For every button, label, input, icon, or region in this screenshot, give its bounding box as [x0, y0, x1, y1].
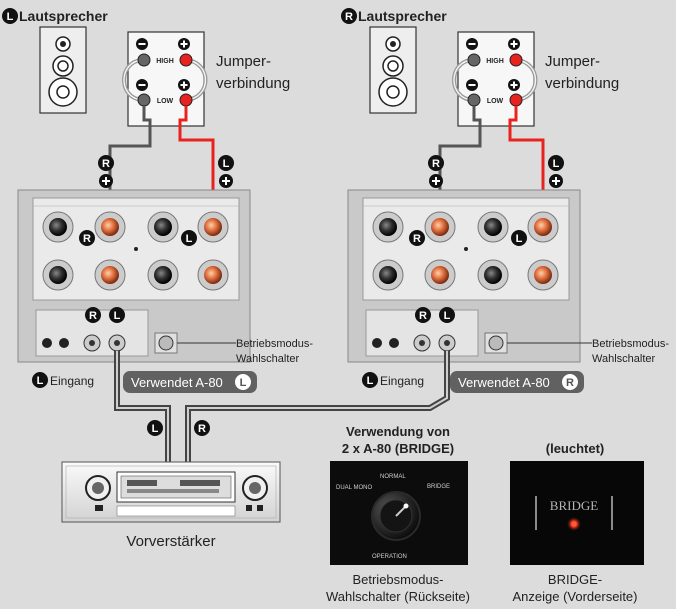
left-amplifier-rear-panel: R L R L: [17, 189, 251, 363]
left-positive-cable: [178, 106, 215, 215]
left-cable-marker-r-text: R: [102, 158, 110, 170]
left-terminal-low-label: LOW: [157, 98, 174, 105]
left-cable-marker-l: [218, 155, 234, 171]
left-input-cable: [114, 351, 171, 462]
left-cable-marker-l-text: L: [223, 158, 230, 170]
right-amplifier-rear-panel: R L R L: [347, 189, 592, 363]
preamplifier: [61, 461, 281, 523]
left-amp-badge-l: L: [186, 233, 193, 245]
left-uses-badge: L: [240, 377, 247, 389]
bridge-usage-caption-line2: Wahlschalter (Rückseite): [326, 589, 470, 604]
dial-label-operation: OPERATION: [372, 554, 407, 560]
right-channel-group: R Lautsprecher: [341, 8, 669, 393]
left-amp-badge-r: R: [83, 233, 91, 245]
preamp-cable-badge-l: [147, 420, 163, 436]
left-speaker-terminal-plate: HIGH LOW: [122, 31, 208, 127]
right-input-badge: [362, 372, 378, 388]
right-terminal-low-label: LOW: [487, 98, 504, 105]
preamp-cable-badge-r-text: R: [198, 423, 206, 435]
preamp-label: Vorverstärker: [126, 533, 215, 550]
left-cable-marker-r: [98, 155, 114, 171]
indicator-caption-line2: Anzeige (Vorderseite): [512, 589, 637, 604]
right-xlr-badge-r: R: [419, 310, 427, 322]
dial-label-normal: NORMAL: [380, 474, 406, 480]
dial-label-dual-mono: DUAL MONO: [336, 485, 372, 491]
right-input-label: Eingang: [380, 374, 424, 388]
right-mode-switch-label-line2: Wahlschalter: [592, 353, 656, 365]
left-speaker-badge: [2, 8, 18, 24]
right-speaker-label: Lautsprecher: [358, 8, 447, 24]
indicator-heading: (leuchtet): [546, 441, 605, 456]
right-cable-marker-l: [548, 155, 564, 171]
left-speaker-badge-text: L: [7, 11, 14, 23]
left-uses-label: Verwendet A-80: [131, 375, 223, 390]
left-mode-switch-label-line2: Wahlschalter: [236, 353, 300, 365]
operation-mode-switch-photo: NORMAL DUAL MONO BRIDGE OPERATION: [330, 461, 468, 565]
preamp-cable-badge-r: [194, 420, 210, 436]
left-jumper-label-line1: Jumper-: [216, 53, 271, 70]
right-amp-badge-l: L: [516, 233, 523, 245]
right-speaker-cabinet: [369, 26, 417, 114]
right-terminal-high-label: HIGH: [486, 58, 504, 65]
left-speaker-label: Lautsprecher: [19, 8, 108, 24]
indicator-panel-text: BRIDGE: [550, 498, 598, 513]
left-input-badge-text: L: [37, 375, 44, 387]
right-cable-marker-l-text: L: [553, 158, 560, 170]
right-uses-badge: R: [566, 377, 574, 389]
indicator-caption-line1: BRIDGE-: [548, 572, 602, 587]
right-input-badge-text: L: [367, 375, 374, 387]
right-speaker-badge-text: R: [345, 11, 353, 23]
right-amp-badge-r: R: [413, 233, 421, 245]
right-speaker-terminal-plate: HIGH LOW: [452, 31, 538, 127]
left-jumper-label-line2: verbindung: [216, 75, 290, 92]
left-xlr-badge-l: L: [114, 310, 121, 322]
right-xlr-badge-l: L: [444, 310, 451, 322]
left-uses-pill: [123, 371, 257, 393]
right-speaker-heading: R Lautsprecher: [341, 8, 447, 24]
right-mode-switch-label-line1: Betriebsmodus-: [592, 338, 669, 350]
right-uses-pill: [450, 371, 584, 393]
right-speaker-badge: [341, 8, 357, 24]
left-channel-group: L Lautsprecher: [2, 8, 313, 393]
right-uses-label: Verwendet A-80: [458, 375, 550, 390]
bridge-usage-caption-line1: Betriebsmodus-: [352, 572, 443, 587]
right-jumper-label-line1: Jumper-: [545, 53, 600, 70]
right-cable-marker-r: [428, 155, 444, 171]
left-mode-switch-label-line1: Betriebsmodus-: [236, 338, 313, 350]
bridge-usage-heading-line1: Verwendung von: [346, 424, 450, 439]
bridge-indicator-photo: BRIDGE: [510, 461, 644, 565]
left-speaker-cabinet: [39, 26, 87, 114]
preamp-cable-badge-l-text: L: [152, 423, 159, 435]
dial-label-bridge: BRIDGE: [427, 484, 450, 490]
bridge-usage-heading-line2: 2 x A-80 (BRIDGE): [342, 441, 454, 456]
left-speaker-heading: L Lautsprecher: [2, 8, 108, 24]
left-input-label: Eingang: [50, 374, 94, 388]
right-jumper-label-line2: verbindung: [545, 75, 619, 92]
right-cable-marker-r-text: R: [432, 158, 440, 170]
left-input-badge: [32, 372, 48, 388]
left-terminal-high-label: HIGH: [156, 58, 174, 65]
left-xlr-badge-r: R: [89, 310, 97, 322]
right-positive-cable: [508, 106, 545, 215]
